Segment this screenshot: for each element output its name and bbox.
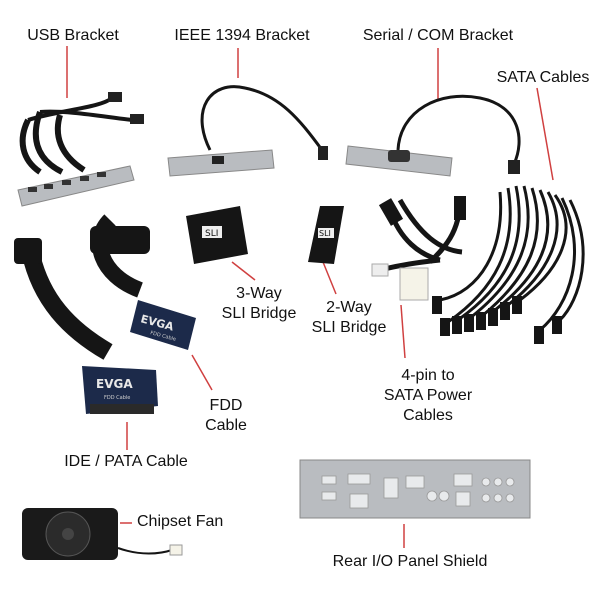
label-4pin-sata-power: 4-pin to SATA Power Cables: [383, 367, 473, 424]
callout-lines: [66, 46, 554, 548]
label-ieee-1394-bracket: IEEE 1394 Bracket: [174, 27, 310, 44]
3way-sli-bridge-illustration: SLI: [186, 206, 248, 264]
fdd-callout-line: [191, 354, 213, 391]
sata-cables-illustration: [432, 185, 585, 344]
ide-pata-cable-illustration: EVGA FDD Cable: [14, 238, 158, 414]
ide-evga-logo: EVGA: [96, 377, 133, 391]
3way-sli-mark: SLI: [205, 229, 218, 239]
label-ide-pata-cable: IDE / PATA Cable: [64, 453, 188, 470]
label-sata-cables: SATA Cables: [496, 69, 590, 86]
label-chipset-fan: Chipset Fan: [137, 513, 224, 530]
2way-callout-line: [322, 261, 337, 295]
3way-callout-line: [231, 261, 256, 281]
label-fdd-cable: FDD Cable: [205, 397, 247, 434]
2way-sli-bridge-illustration: SLI: [308, 206, 344, 264]
label-usb-bracket: USB Bracket: [27, 27, 119, 44]
ieee-1394-bracket-illustration: [167, 85, 328, 177]
rear-io-shield-illustration: [299, 459, 531, 519]
label-3way-sli-bridge: 3-Way SLI Bridge: [221, 285, 297, 322]
4pin-callout-line: [400, 304, 406, 359]
label-2way-sli-bridge: 2-Way SLI Bridge: [311, 299, 387, 336]
2way-sli-mark: SLI: [319, 229, 331, 238]
label-serial-com-bracket: Serial / COM Bracket: [362, 27, 514, 44]
serial-com-bracket-illustration: [345, 94, 521, 177]
fdd-cable-illustration: EVGA FDD Cable: [90, 214, 196, 350]
ide-cable-print: FDD Cable: [104, 395, 130, 401]
chipset-fan-illustration: [22, 508, 183, 560]
usb-bracket-illustration: [17, 92, 144, 207]
label-rear-io-shield: Rear I/O Panel Shield: [332, 553, 488, 570]
sata-callout-line: [536, 87, 554, 181]
4pin-sata-power-illustration: [371, 196, 466, 301]
